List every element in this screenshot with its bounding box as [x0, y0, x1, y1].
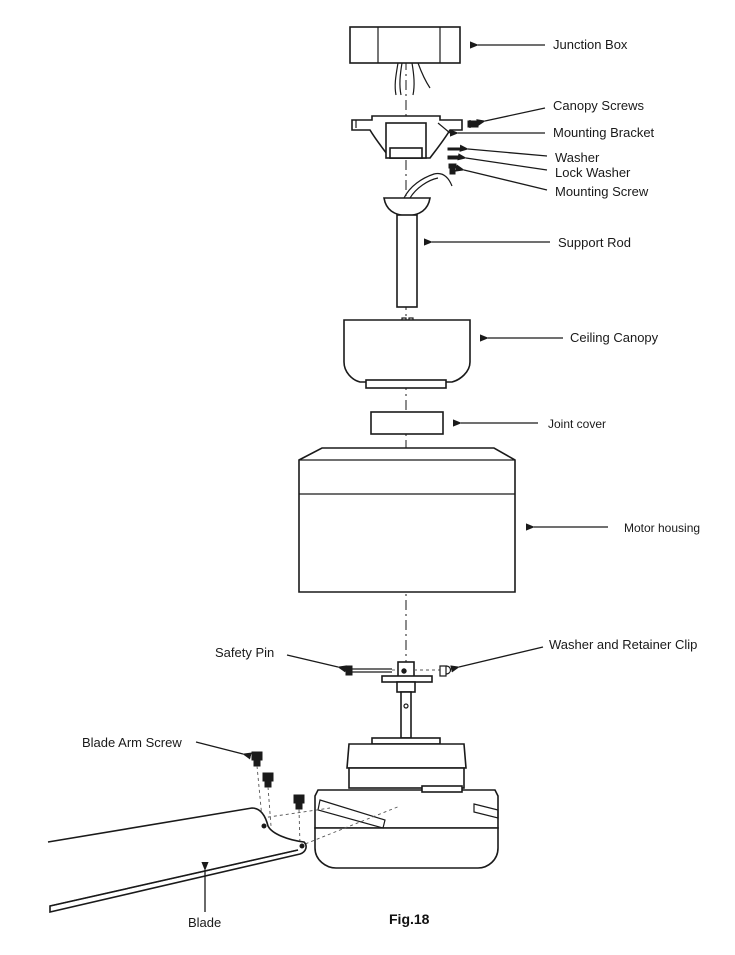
label-junction-box: Junction Box — [553, 37, 628, 52]
label-blade: Blade — [188, 915, 221, 930]
label-mounting-bracket: Mounting Bracket — [553, 125, 655, 140]
label-ceiling-canopy: Ceiling Canopy — [570, 330, 659, 345]
washer-part — [447, 147, 461, 151]
mounting-bracket-part — [351, 115, 463, 159]
washer-arrow — [459, 144, 548, 157]
mounting-screw-arrow — [455, 164, 548, 191]
figure-caption: Fig.18 — [389, 911, 430, 927]
label-lock-washer: Lock Washer — [555, 165, 631, 180]
blade-arm-screws-part — [251, 751, 401, 847]
support-rod-part — [383, 172, 453, 325]
label-safety-pin: Safety Pin — [215, 645, 274, 660]
fan-motor-body-part — [314, 737, 499, 869]
label-motor-housing: Motor housing — [624, 521, 700, 535]
motor-housing-part — [298, 447, 516, 593]
canopy-screws-arrow — [476, 107, 546, 127]
label-support-rod: Support Rod — [558, 235, 631, 250]
joint-cover-part — [370, 411, 444, 435]
label-joint-cover: Joint cover — [548, 417, 606, 431]
blade-arm-screw-arrow — [195, 741, 252, 760]
washer-retainer-clip-part — [414, 665, 452, 677]
label-blade-arm-screw: Blade Arm Screw — [82, 735, 182, 750]
ceiling-canopy-part — [343, 319, 471, 389]
lock-washer-part — [447, 155, 459, 160]
label-canopy-screws: Canopy Screws — [553, 98, 645, 113]
junction-box-part — [349, 26, 461, 96]
safety-pin-part — [345, 661, 433, 739]
safety-pin-arrow — [286, 654, 347, 673]
label-washer: Washer — [555, 150, 600, 165]
lock-washer-arrow — [457, 153, 548, 171]
washer-retainer-clip-arrow — [450, 646, 544, 673]
mounting-screw-part — [448, 163, 457, 175]
canopy-screws-part — [467, 120, 479, 128]
label-mounting-screw: Mounting Screw — [555, 184, 649, 199]
label-washer-retainer-clip: Washer and Retainer Clip — [549, 637, 697, 652]
blade-part — [47, 807, 307, 914]
